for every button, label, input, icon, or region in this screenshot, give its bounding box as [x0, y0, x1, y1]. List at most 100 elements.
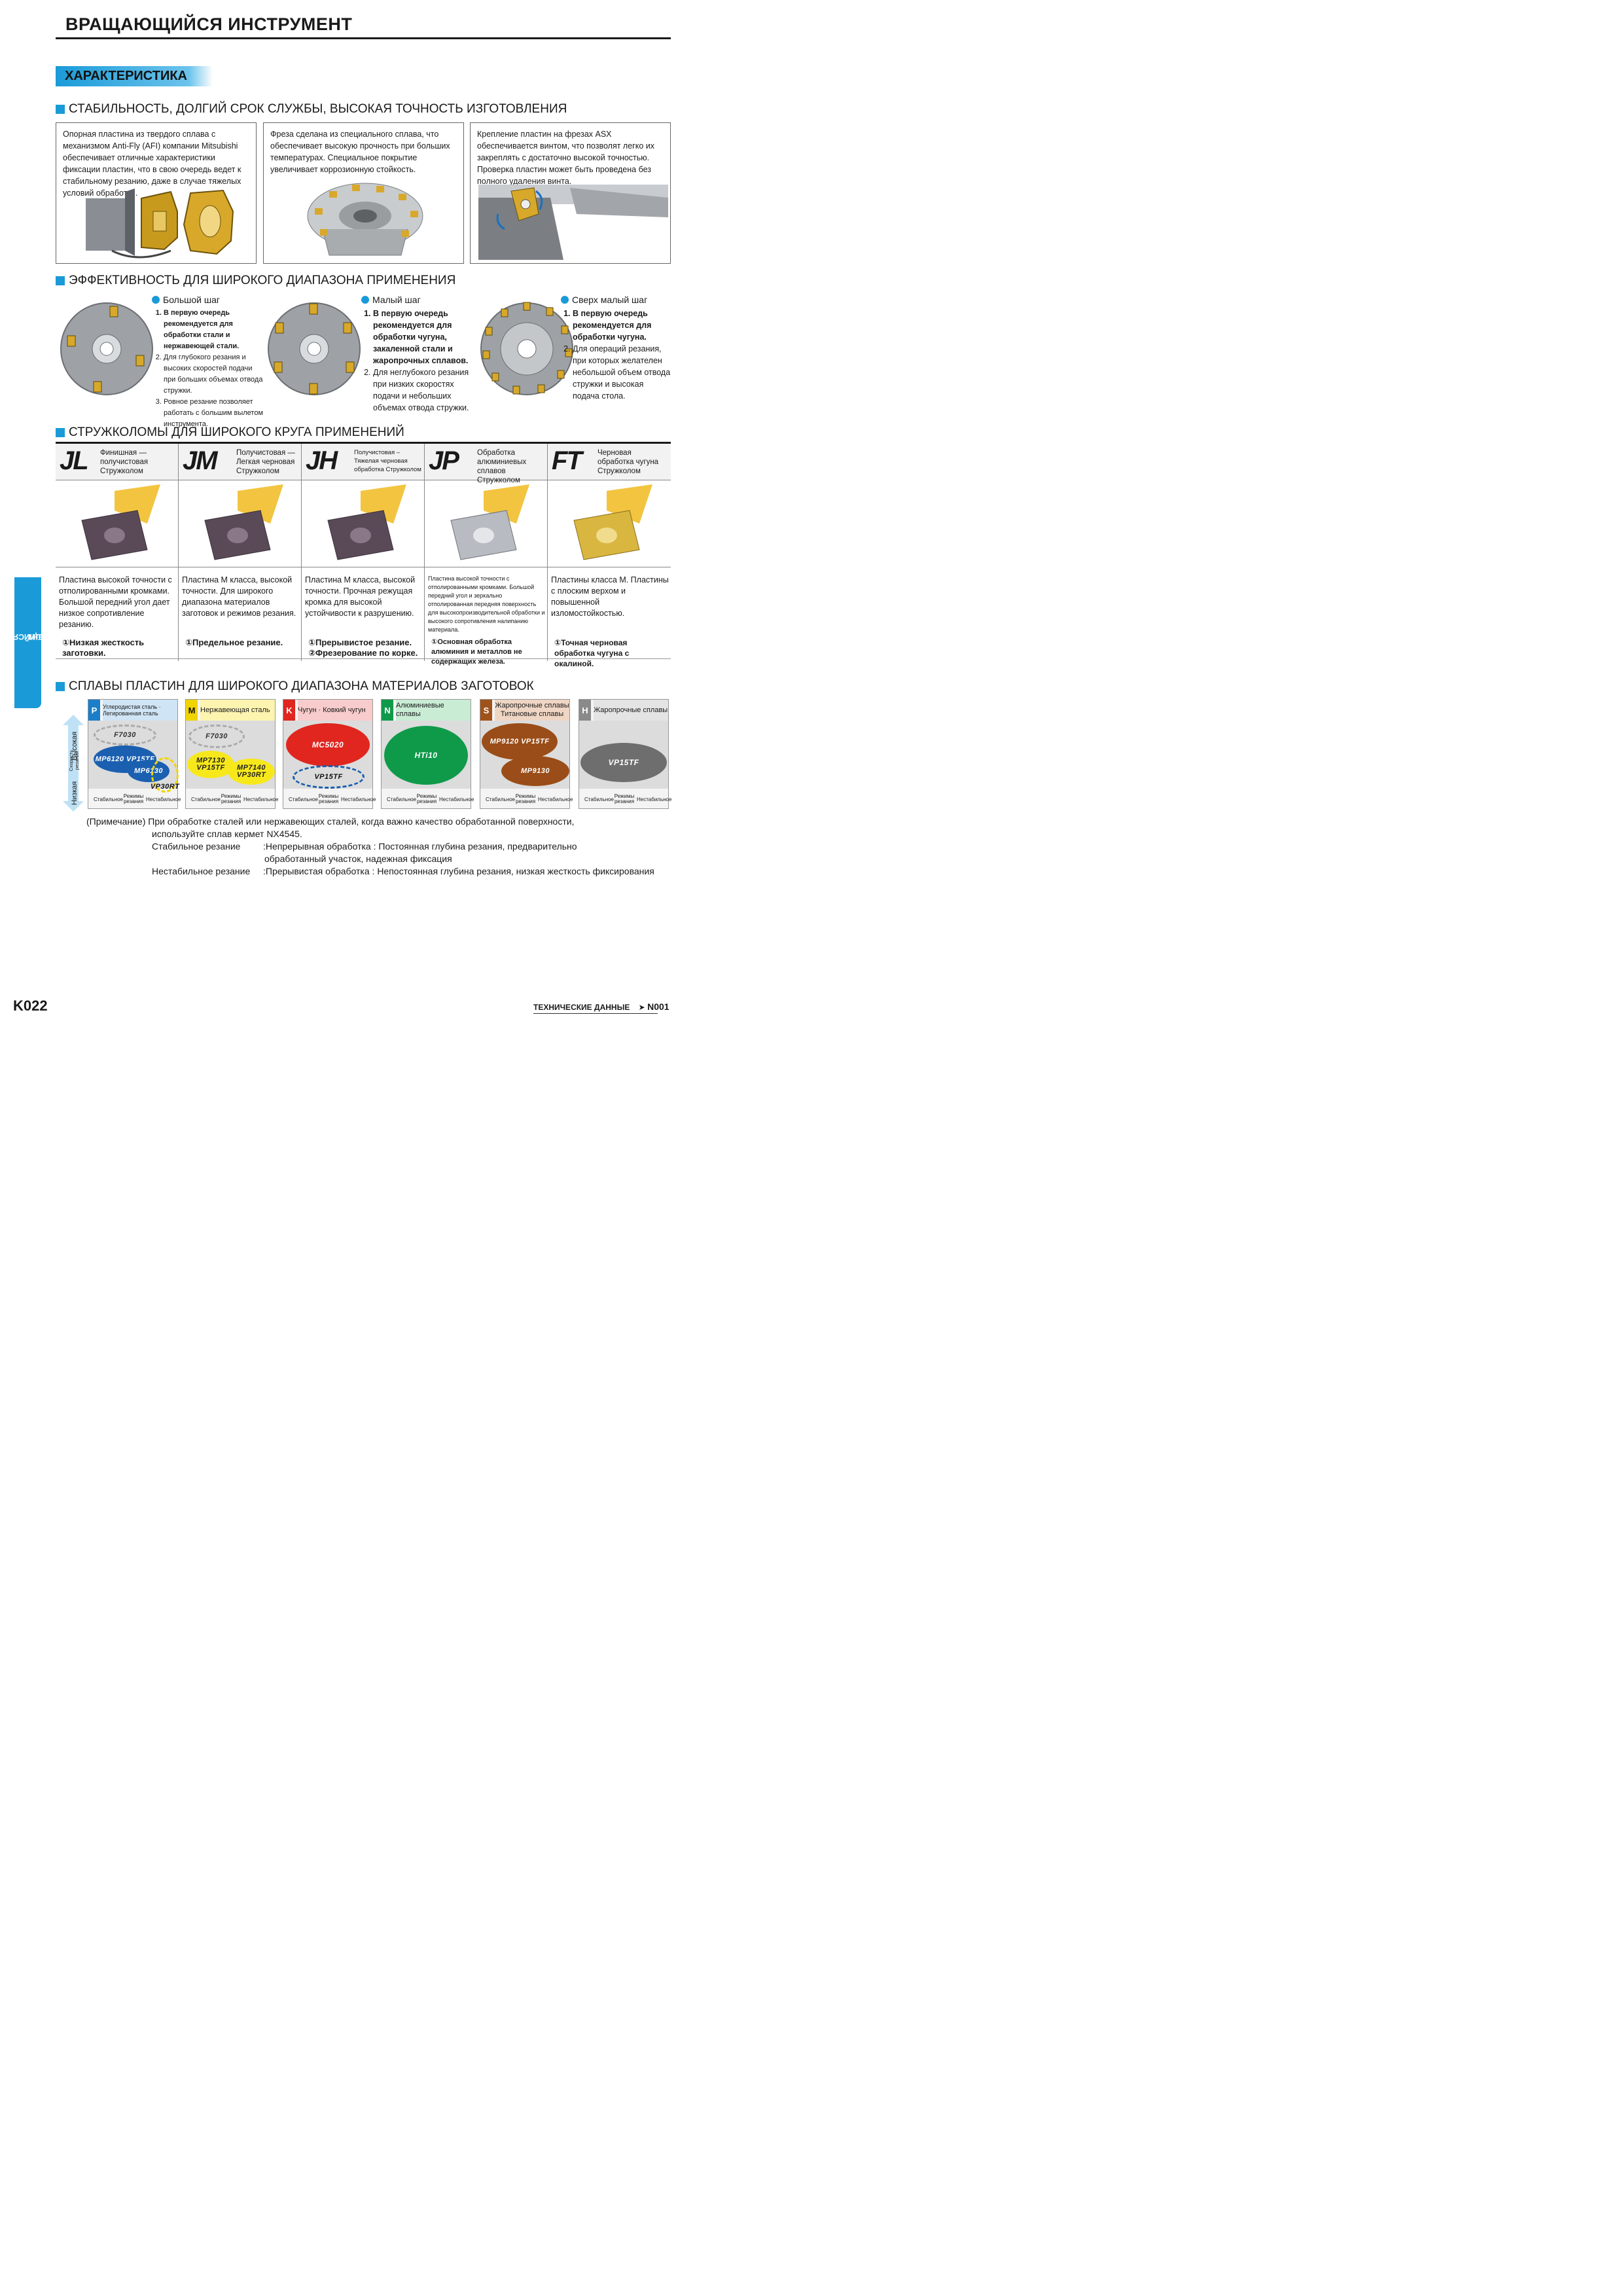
efficiency-extra-fine-title: Сверх малый шаг: [561, 295, 672, 305]
heading-square-icon: [56, 682, 65, 691]
anti-fly-mechanism-image: [86, 188, 234, 259]
chipbreaker-desc: Получистовая – Тяжелая черновая обработк…: [354, 449, 421, 473]
bullet-dot-icon: [152, 296, 160, 304]
chipbreaker-text: Пластина высокой точности с отполированн…: [59, 575, 172, 629]
stability-box-3: Крепление пластин на фрезах ASX обеспечи…: [470, 122, 671, 264]
chipbreaker-desc: Обработка алюминиевых сплавов Стружколом: [477, 449, 527, 484]
material-tag-p: P: [88, 700, 100, 721]
grade-f7030: F7030: [94, 725, 156, 745]
chipbreaker-desc: Черновая обработка чугуна Стружколом: [597, 449, 659, 475]
stable-text: обработанный участок, надежная фиксация: [264, 853, 452, 864]
arrow-right-icon: ➤: [638, 1003, 645, 1012]
insert-jl-image: [81, 484, 160, 560]
unstable-text: :Прерывистая обработка : Непостоянная гл…: [263, 866, 654, 876]
fine-pitch-cutter-image: [268, 302, 361, 395]
page-title: ВРАЩАЮЩИЙСЯ ИНСТРУМЕНТ: [65, 14, 353, 34]
grade-mp7130: MP7130 VP15TF: [187, 751, 234, 778]
grade-mp9130: MP9130: [501, 756, 569, 786]
efficiency-fine-item: Для неглубокого резания при низких скоро…: [373, 367, 476, 414]
grades-heading: СПЛАВЫ ПЛАСТИН ДЛЯ ШИРОКОГО ДИАПАЗОНА МА…: [56, 679, 534, 694]
chipbreaker-text: Пластина высокой точности с отполированн…: [428, 575, 545, 633]
chipbreaker-text: Пластина M класса, высокой точности. Про…: [305, 575, 416, 618]
stability-box-1: Опорная пластина из твердого сплава с ме…: [56, 122, 257, 264]
heading-square-icon: [56, 428, 65, 437]
grade-mp6120: MP6120 VP15TF: [94, 745, 156, 773]
chipbreaker-code: JP: [429, 446, 459, 475]
material-label: Нержавеющая сталь: [200, 700, 275, 721]
speed-low-label: Низкая: [71, 781, 79, 805]
extra-fine-pitch-cutter-image: [480, 302, 573, 395]
heading-square-icon: [56, 105, 65, 114]
page-number: K022: [13, 997, 48, 1014]
efficiency-fine: Малый шаг В первую очередь рекомендуется…: [361, 295, 476, 414]
grade-vp30rt: VP30RT: [151, 757, 179, 793]
efficiency-coarse-item: Для глубокого резания и высоких скоросте…: [164, 352, 263, 397]
chipbreakers-heading-text: СТРУЖКОЛОМЫ ДЛЯ ШИРОКОГО КРУГА ПРИМЕНЕНИ…: [69, 425, 404, 439]
material-label: Углеродистая сталь · Легированная сталь: [103, 700, 177, 721]
chipbreaker-text: Пластина M класса, высокой точности. Для…: [182, 575, 296, 618]
stability-text-2: Фреза сделана из специального сплава, чт…: [270, 130, 450, 174]
insert-jh-image: [327, 484, 406, 560]
footer-link-text: ТЕХНИЧЕСКИЕ ДАННЫЕ: [533, 1003, 630, 1012]
material-label: Жаропрочные сплавы: [594, 700, 668, 721]
chipbreaker-feature: ①Прерывистое резание. ②Фрезерование по к…: [308, 637, 418, 658]
efficiency-extra-fine: Сверх малый шаг В первую очередь рекомен…: [561, 295, 672, 402]
screw-clamping-image: [478, 185, 668, 260]
chipbreaker-table: JL Финишная — получистовая Стружколом Пл…: [56, 442, 671, 668]
technical-data-link[interactable]: ТЕХНИЧЕСКИЕ ДАННЫЕ ➤ N001: [533, 1001, 669, 1012]
chipbreaker-code: JL: [60, 446, 89, 475]
insert-jm-image: [204, 484, 283, 560]
material-tag-k: K: [283, 700, 295, 721]
note-block: (Примечание) При обработке сталей или не…: [86, 816, 675, 878]
efficiency-fine-title: Малый шаг: [361, 295, 476, 305]
stable-label: Стабильное резание: [152, 841, 241, 852]
chipbreaker-feature: ①Низкая жесткость заготовки.: [62, 637, 145, 658]
chipbreakers-heading: СТРУЖКОЛОМЫ ДЛЯ ШИРОКОГО КРУГА ПРИМЕНЕНИ…: [56, 425, 404, 440]
coarse-pitch-cutter-image: [60, 302, 153, 395]
efficiency-extra-fine-item: В первую очередь рекомендуется для обраб…: [573, 308, 672, 343]
speed-axis: Высокая Скорость резания Низкая: [65, 721, 85, 806]
grade-vp15tf: VP15TF: [580, 743, 667, 782]
efficiency-coarse-item: Ровное резание позволяет работать с боль…: [164, 397, 263, 430]
material-tag-s: S: [480, 700, 492, 721]
stability-text-1: Опорная пластина из твердого сплава с ме…: [63, 130, 241, 198]
insert-jp-image: [450, 484, 529, 560]
grade-vp15tf: VP15TF: [293, 765, 365, 789]
stability-heading-text: СТАБИЛЬНОСТЬ, ДОЛГИЙ СРОК СЛУЖБЫ, ВЫСОКА…: [69, 102, 567, 116]
stability-heading: СТАБИЛЬНОСТЬ, ДОЛГИЙ СРОК СЛУЖБЫ, ВЫСОКА…: [56, 102, 567, 117]
bullet-dot-icon: [561, 296, 569, 304]
grade-f7030: F7030: [188, 725, 245, 748]
material-label: Чугун · Ковкий чугун: [298, 700, 372, 721]
material-tag-n: N: [382, 700, 393, 721]
efficiency-extra-fine-item: Для операций резания, при которых желате…: [573, 343, 672, 402]
section-banner: ХАРАКТЕРИСТИКА: [56, 66, 213, 86]
material-tag-h: H: [579, 700, 591, 721]
chipbreaker-jl: JL Финишная — получистовая Стружколом Пл…: [56, 444, 179, 661]
chipbreaker-jm: JM Получистовая — Легкая черновая Стружк…: [179, 444, 302, 661]
stable-text: :Непрерывная обработка : Постоянная глуб…: [263, 841, 577, 852]
heading-square-icon: [56, 276, 65, 285]
chipbreaker-code: FT: [552, 446, 582, 475]
material-label: Жаропрочные сплавы Титановые сплавы: [495, 700, 569, 721]
footer-rule: [533, 1013, 658, 1014]
note-label: (Примечание): [86, 816, 146, 827]
chipbreaker-code: JM: [183, 446, 218, 475]
material-tag-m: M: [186, 700, 198, 721]
chipbreaker-desc: Финишная — получистовая Стружколом: [100, 449, 149, 475]
grade-mc5020: MC5020: [286, 723, 370, 766]
stability-box-2: Фреза сделана из специального сплава, чт…: [263, 122, 464, 264]
footer-link-target: N001: [647, 1001, 669, 1012]
